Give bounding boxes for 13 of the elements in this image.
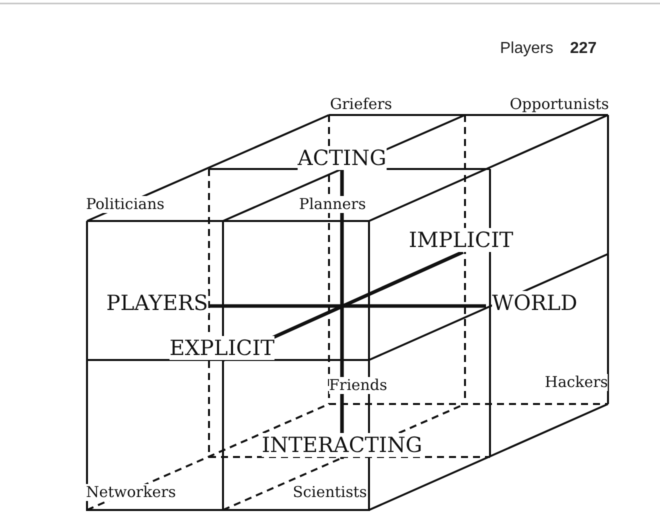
axis-label: PLAYERS [106, 291, 208, 316]
player-type-label: Hackers [544, 374, 608, 392]
axis-label: ACTING [298, 146, 386, 170]
player-type-label: Planners [299, 196, 366, 214]
player-type-label: Opportunists [510, 96, 609, 114]
page-number: 227 [570, 40, 597, 58]
player-type-label: Friends [329, 377, 388, 394]
axis-label: INTERACTING [262, 433, 422, 458]
player-type-label: Politicians [86, 196, 164, 214]
axis-label: EXPLICIT [169, 336, 275, 360]
axis-label: IMPLICIT [408, 228, 514, 252]
running-header: Players [500, 40, 554, 58]
player-type-label: Networkers [86, 484, 176, 502]
